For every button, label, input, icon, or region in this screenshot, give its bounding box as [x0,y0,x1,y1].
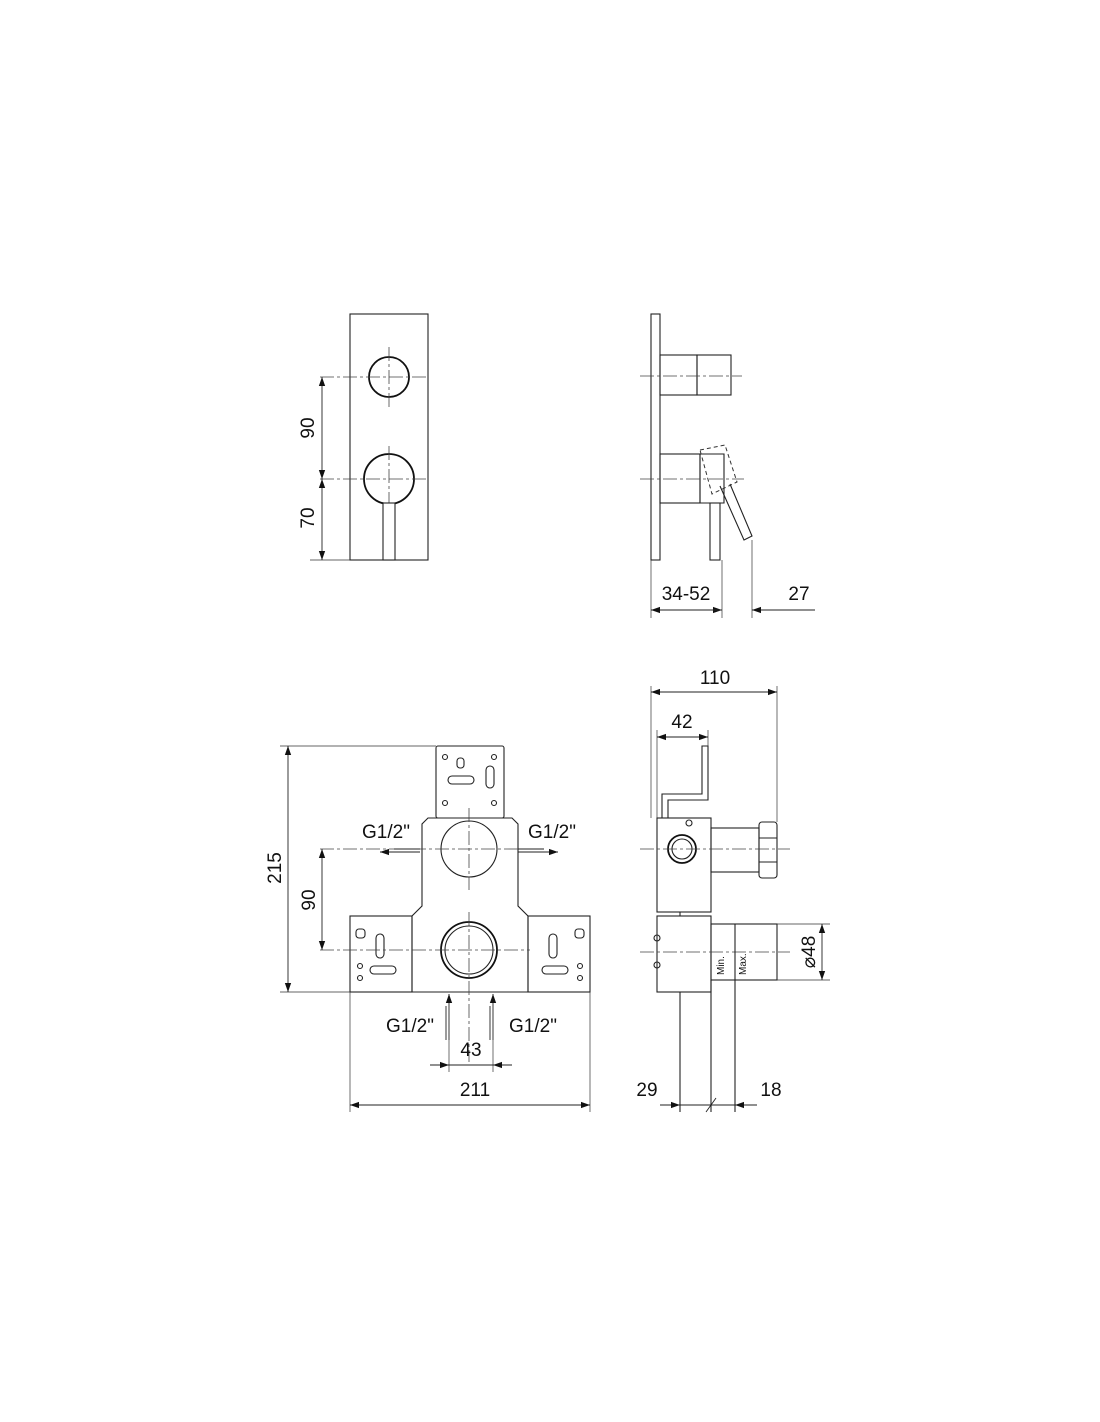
thread-outlet-left: G1/2" [362,822,410,843]
dim-max-label: 18 [760,1080,781,1101]
dim-depth-label: 34-52 [662,584,711,605]
dim-port-spacing-label: 90 [299,889,320,910]
box-side-view: Min. Max. 110 42 ⌀48 29 18 [636,668,830,1113]
side-view: 34-52 27 [640,313,815,618]
thread-inlet-left: G1/2" [386,1016,434,1037]
right-mounting-bracket [527,915,591,993]
min-label: Min. [716,956,727,975]
left-mounting-bracket [349,915,413,993]
dim-inlet-spacing-label: 43 [460,1040,481,1061]
front-view: 90 70 [298,313,429,561]
thread-outlet-right: G1/2" [528,822,576,843]
dim-width-label: 211 [460,1080,490,1101]
thread-inlet-right: G1/2" [509,1016,557,1037]
dim-min-label: 29 [636,1080,657,1101]
dim-total-depth-label: 110 [700,668,730,689]
mixer-lever [382,502,396,561]
side-body-lower [656,915,712,993]
valve-body [411,817,529,993]
faceplate-side [650,313,661,561]
box-front-view: G1/2" G1/2" G1/2" G1/2" 43 211 215 90 [265,745,591,1112]
side-body-upper [656,817,712,913]
side-bracket [661,745,709,819]
dim-bracket-label: 42 [671,712,692,733]
dim-height-label: 215 [265,852,286,884]
outlet-nut [758,821,778,879]
dim-lever-projection-label: 27 [788,584,809,605]
diverter-knob-side [696,354,732,396]
max-label: Max. [738,953,749,975]
dim-diameter-label: ⌀48 [799,936,820,969]
dim-spacing-label: 90 [298,417,319,438]
dim-lever-label: 70 [298,507,319,528]
lever-alt-position [699,444,738,495]
lever-side [709,502,721,561]
